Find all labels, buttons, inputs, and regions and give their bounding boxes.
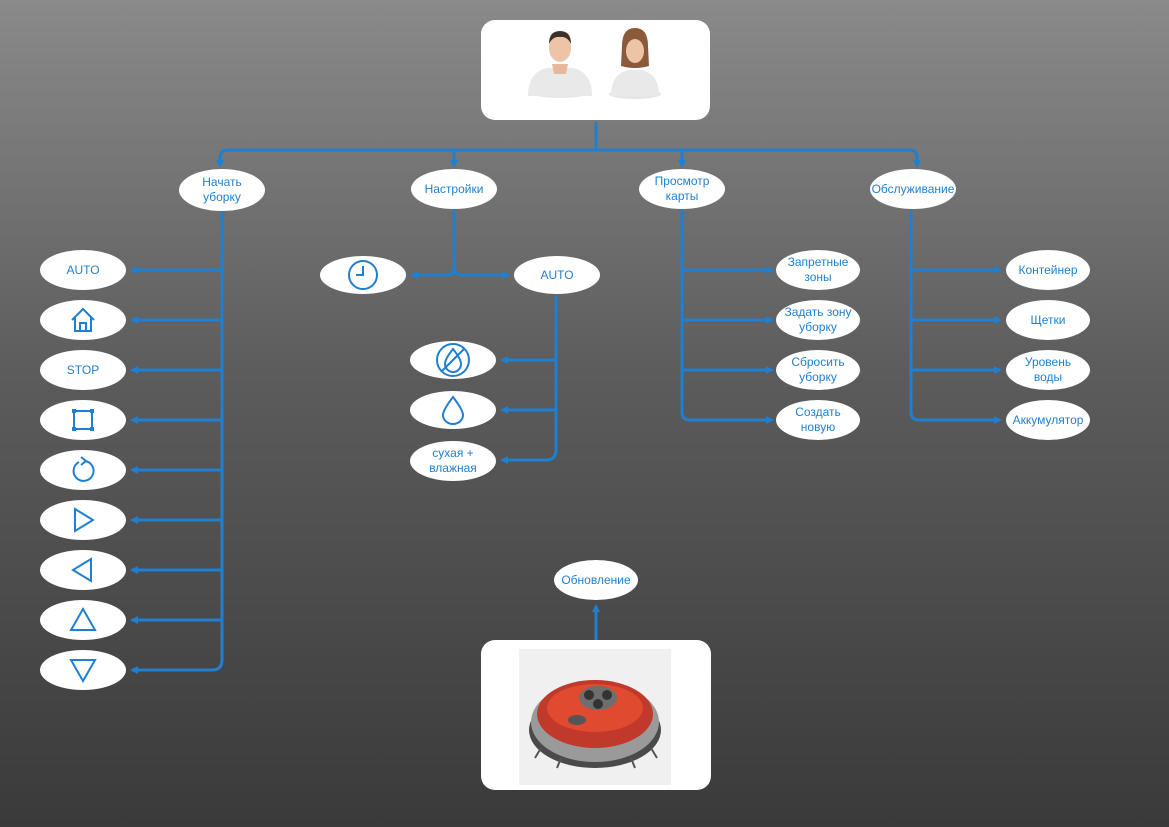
down-node[interactable] — [40, 650, 126, 690]
start-cleaning-node[interactable]: Начать уборку — [179, 169, 265, 211]
triangle-up-icon — [69, 606, 97, 631]
home-node[interactable] — [40, 300, 126, 340]
robot-card — [481, 640, 711, 790]
forward-node[interactable] — [40, 500, 126, 540]
rotate-icon — [72, 456, 95, 482]
set-zone-node[interactable]: Задать зону уборку — [776, 300, 860, 340]
auto-mode-node[interactable]: AUTO — [40, 250, 126, 290]
container-node[interactable]: Контейнер — [1006, 250, 1090, 290]
woman-avatar-icon — [609, 28, 661, 99]
water-level-node[interactable]: Уровень воды — [1006, 350, 1090, 390]
timer-node[interactable] — [320, 256, 406, 294]
battery-node[interactable]: Аккумулятор — [1006, 400, 1090, 440]
rotate-node[interactable] — [40, 450, 126, 490]
dry-mode-node[interactable] — [410, 341, 496, 379]
wet-mode-node[interactable] — [410, 391, 496, 429]
triangle-down-icon — [69, 659, 97, 684]
clock-icon — [348, 260, 378, 290]
man-avatar-icon — [528, 31, 592, 98]
map-view-node[interactable]: Просмотр карты — [639, 169, 725, 209]
spot-square-node[interactable] — [40, 400, 126, 440]
robot-vacuum-icon — [519, 649, 671, 785]
up-node[interactable] — [40, 600, 126, 640]
users-illustration — [528, 28, 661, 99]
settings-node[interactable]: Настройки — [411, 169, 497, 209]
update-node[interactable]: Обновление — [554, 560, 638, 600]
reset-cleaning-node[interactable]: Сбросить уборку — [776, 350, 860, 390]
square-icon — [72, 409, 94, 431]
create-new-node[interactable]: Создать новую — [776, 400, 860, 440]
stop-node[interactable]: STOP — [40, 350, 126, 390]
forbidden-zones-node[interactable]: Запретные зоны — [776, 250, 860, 290]
back-node[interactable] — [40, 550, 126, 590]
play-left-icon — [71, 557, 92, 583]
settings-auto-node[interactable]: AUTO — [514, 256, 600, 294]
dry-wet-mode-node[interactable]: сухая + влажная — [410, 441, 496, 481]
users-card — [481, 20, 710, 120]
home-icon — [71, 307, 95, 332]
service-node[interactable]: Обслуживание — [870, 169, 956, 209]
water-drop-icon — [441, 395, 465, 425]
play-right-icon — [74, 507, 95, 533]
brushes-node[interactable]: Щетки — [1006, 300, 1090, 340]
no-water-icon — [436, 343, 470, 377]
